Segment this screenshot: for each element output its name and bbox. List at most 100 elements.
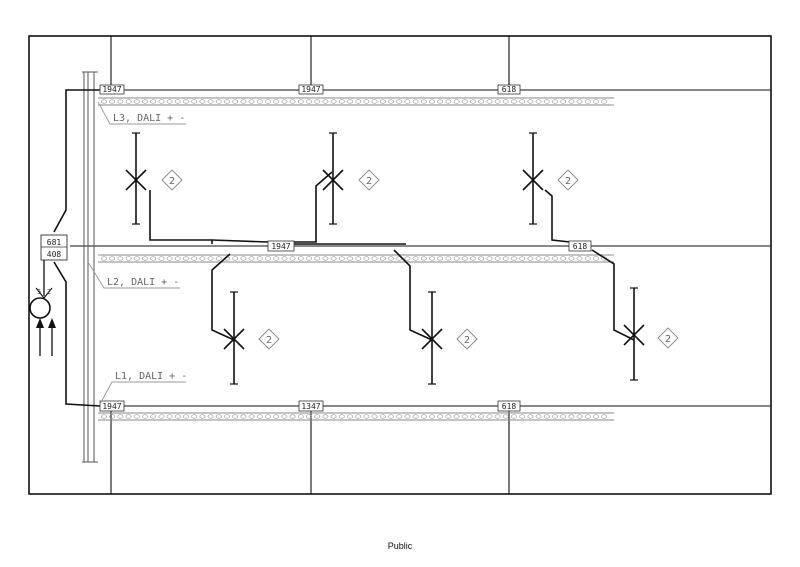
strip-perforation: [429, 99, 435, 104]
strip-perforation: [355, 414, 362, 419]
strip-perforation: [527, 99, 534, 104]
strip-perforation: [133, 256, 140, 261]
strip-perforation: [576, 99, 583, 104]
footer-classification: Public: [387, 541, 413, 551]
strip-perforation: [158, 414, 165, 419]
segment-tag-text: 618: [573, 242, 588, 251]
strip-perforation: [494, 256, 501, 261]
strip-perforation: [256, 414, 263, 419]
strip-perforation: [601, 414, 608, 419]
strip-perforation: [601, 99, 608, 104]
luminaires: [125, 132, 645, 385]
strip-perforation: [355, 99, 362, 104]
strip-perforation: [224, 99, 230, 104]
strip-perforation: [338, 256, 345, 261]
circuit-label-l1: L1, DALI + -: [99, 371, 187, 405]
strip-perforation: [461, 99, 468, 104]
strip-perforation: [232, 99, 239, 104]
luminaire-2: [322, 132, 344, 225]
strip-perforation: [322, 414, 329, 419]
strip-perforation: [584, 414, 591, 419]
light-strip-middle: [98, 254, 614, 263]
strip-perforation: [552, 414, 558, 419]
strip-perforation: [535, 414, 542, 419]
fixture-marker-text: 2: [565, 176, 571, 187]
strip-perforation: [281, 256, 288, 261]
strip-perforation: [445, 99, 452, 104]
distribution-box-top: 681: [47, 238, 62, 247]
strip-perforation: [347, 99, 353, 104]
strip-perforation: [232, 256, 239, 261]
light-strips: [98, 97, 614, 421]
strip-perforation: [453, 99, 460, 104]
strip-perforation: [322, 256, 329, 261]
strip-perforation: [183, 99, 189, 104]
strip-perforation: [560, 99, 567, 104]
luminaire-6: [623, 287, 645, 381]
luminaire-5: [421, 291, 443, 385]
strip-perforation: [461, 414, 468, 419]
strip-perforation: [576, 256, 583, 261]
strip-perforation: [347, 256, 353, 261]
strip-perforation: [281, 99, 288, 104]
strip-perforation: [191, 256, 198, 261]
strip-perforation: [355, 256, 362, 261]
strip-perforation: [207, 256, 214, 261]
strip-perforation: [371, 256, 378, 261]
luminaire-1: [125, 132, 147, 225]
strip-perforation: [306, 256, 312, 261]
strip-perforation: [166, 256, 173, 261]
strip-perforation: [502, 414, 509, 419]
strip-perforation: [265, 99, 271, 104]
strip-perforation: [166, 99, 173, 104]
strip-perforation: [289, 414, 296, 419]
segment-tag-middle-2: 618: [568, 240, 592, 252]
strip-perforation: [314, 414, 321, 419]
strip-perforation: [297, 256, 304, 261]
segment-tag-bottom-1: 1947: [99, 400, 125, 412]
strip-perforation: [437, 256, 444, 261]
strip-perforation: [535, 256, 542, 261]
strip-perforation: [338, 99, 345, 104]
strip-perforation: [363, 414, 370, 419]
strip-perforation: [199, 414, 206, 419]
strip-perforation: [470, 256, 476, 261]
fixture-marker-1: 2: [161, 169, 183, 191]
drawing-frame: [28, 35, 772, 495]
strip-perforation: [519, 256, 526, 261]
segment-tag-text: 1347: [301, 402, 320, 411]
strip-perforation: [207, 99, 214, 104]
strip-perforation: [568, 414, 575, 419]
strip-perforation: [281, 414, 288, 419]
supply-switch-symbol: 5 2: [29, 260, 56, 356]
strip-perforation: [109, 256, 116, 261]
strip-perforation: [388, 256, 394, 261]
strip-perforation: [256, 99, 263, 104]
strip-perforation: [486, 414, 493, 419]
cable-trunk: [53, 71, 101, 463]
strip-perforation: [207, 414, 214, 419]
strip-perforation: [379, 414, 386, 419]
strip-perforation: [412, 414, 419, 419]
strip-perforation: [240, 256, 247, 261]
strip-perforation: [404, 256, 411, 261]
strip-perforation: [125, 414, 132, 419]
circuit-label-l2: L2, DALI + -: [87, 261, 180, 289]
fixture-marker-text: 2: [366, 176, 372, 187]
circuit-label-text: L1, DALI + -: [115, 371, 187, 382]
strip-perforation: [117, 99, 124, 104]
strip-perforation: [560, 256, 567, 261]
strip-perforation: [330, 414, 337, 419]
segment-tag-top-1: 1947: [99, 84, 125, 95]
strip-perforation: [306, 414, 312, 419]
strip-perforation: [363, 256, 370, 261]
strip-perforation: [150, 99, 157, 104]
strip-perforation: [224, 414, 230, 419]
strip-perforation: [470, 99, 476, 104]
strip-perforation: [388, 414, 394, 419]
strip-perforation: [191, 414, 198, 419]
strip-perforation: [330, 256, 337, 261]
strip-perforation: [453, 414, 460, 419]
strip-perforation: [420, 414, 427, 419]
strip-perforation: [215, 99, 222, 104]
